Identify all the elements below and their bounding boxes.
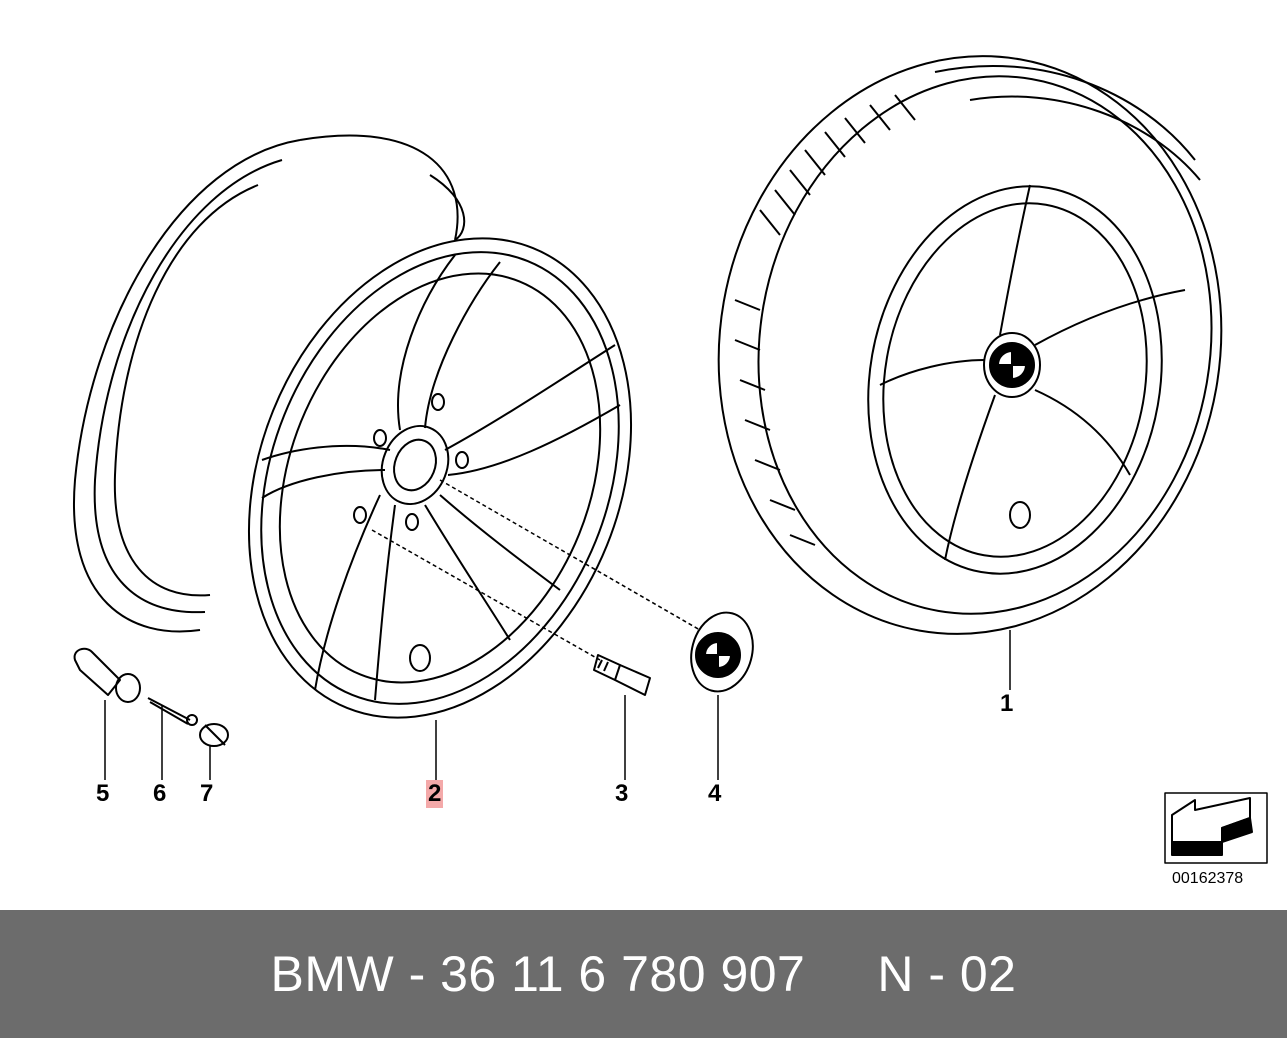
callout-2: 2 xyxy=(426,780,444,808)
callout-6: 6 xyxy=(153,780,167,807)
wheel-bolt-illustration xyxy=(593,654,651,696)
callout-1: 1 xyxy=(1000,690,1014,717)
callout-7: 7 xyxy=(200,780,214,807)
alloy-rim-illustration xyxy=(72,134,633,719)
callout-3: 3 xyxy=(615,780,629,807)
valve-body-illustration xyxy=(73,647,141,703)
wheel-parts-diagram xyxy=(72,55,1268,864)
complete-wheel-illustration xyxy=(717,55,1223,635)
callout-5: 5 xyxy=(96,780,110,807)
valve-core-illustration xyxy=(147,697,198,726)
valve-cap-illustration xyxy=(199,723,229,747)
callout-4: 4 xyxy=(708,780,722,807)
center-cap-illustration xyxy=(690,611,754,693)
footer-bar: BMW - 36 11 6 780 907 N - 02 xyxy=(0,910,1287,1038)
leader-lines xyxy=(104,479,1011,780)
bmw-roundel-on-wheel xyxy=(989,342,1035,388)
reference-arrow-box xyxy=(1164,792,1268,864)
part-number-text: BMW - 36 11 6 780 907 N - 02 xyxy=(270,946,1017,1002)
reference-code: 00162378 xyxy=(1172,870,1244,887)
